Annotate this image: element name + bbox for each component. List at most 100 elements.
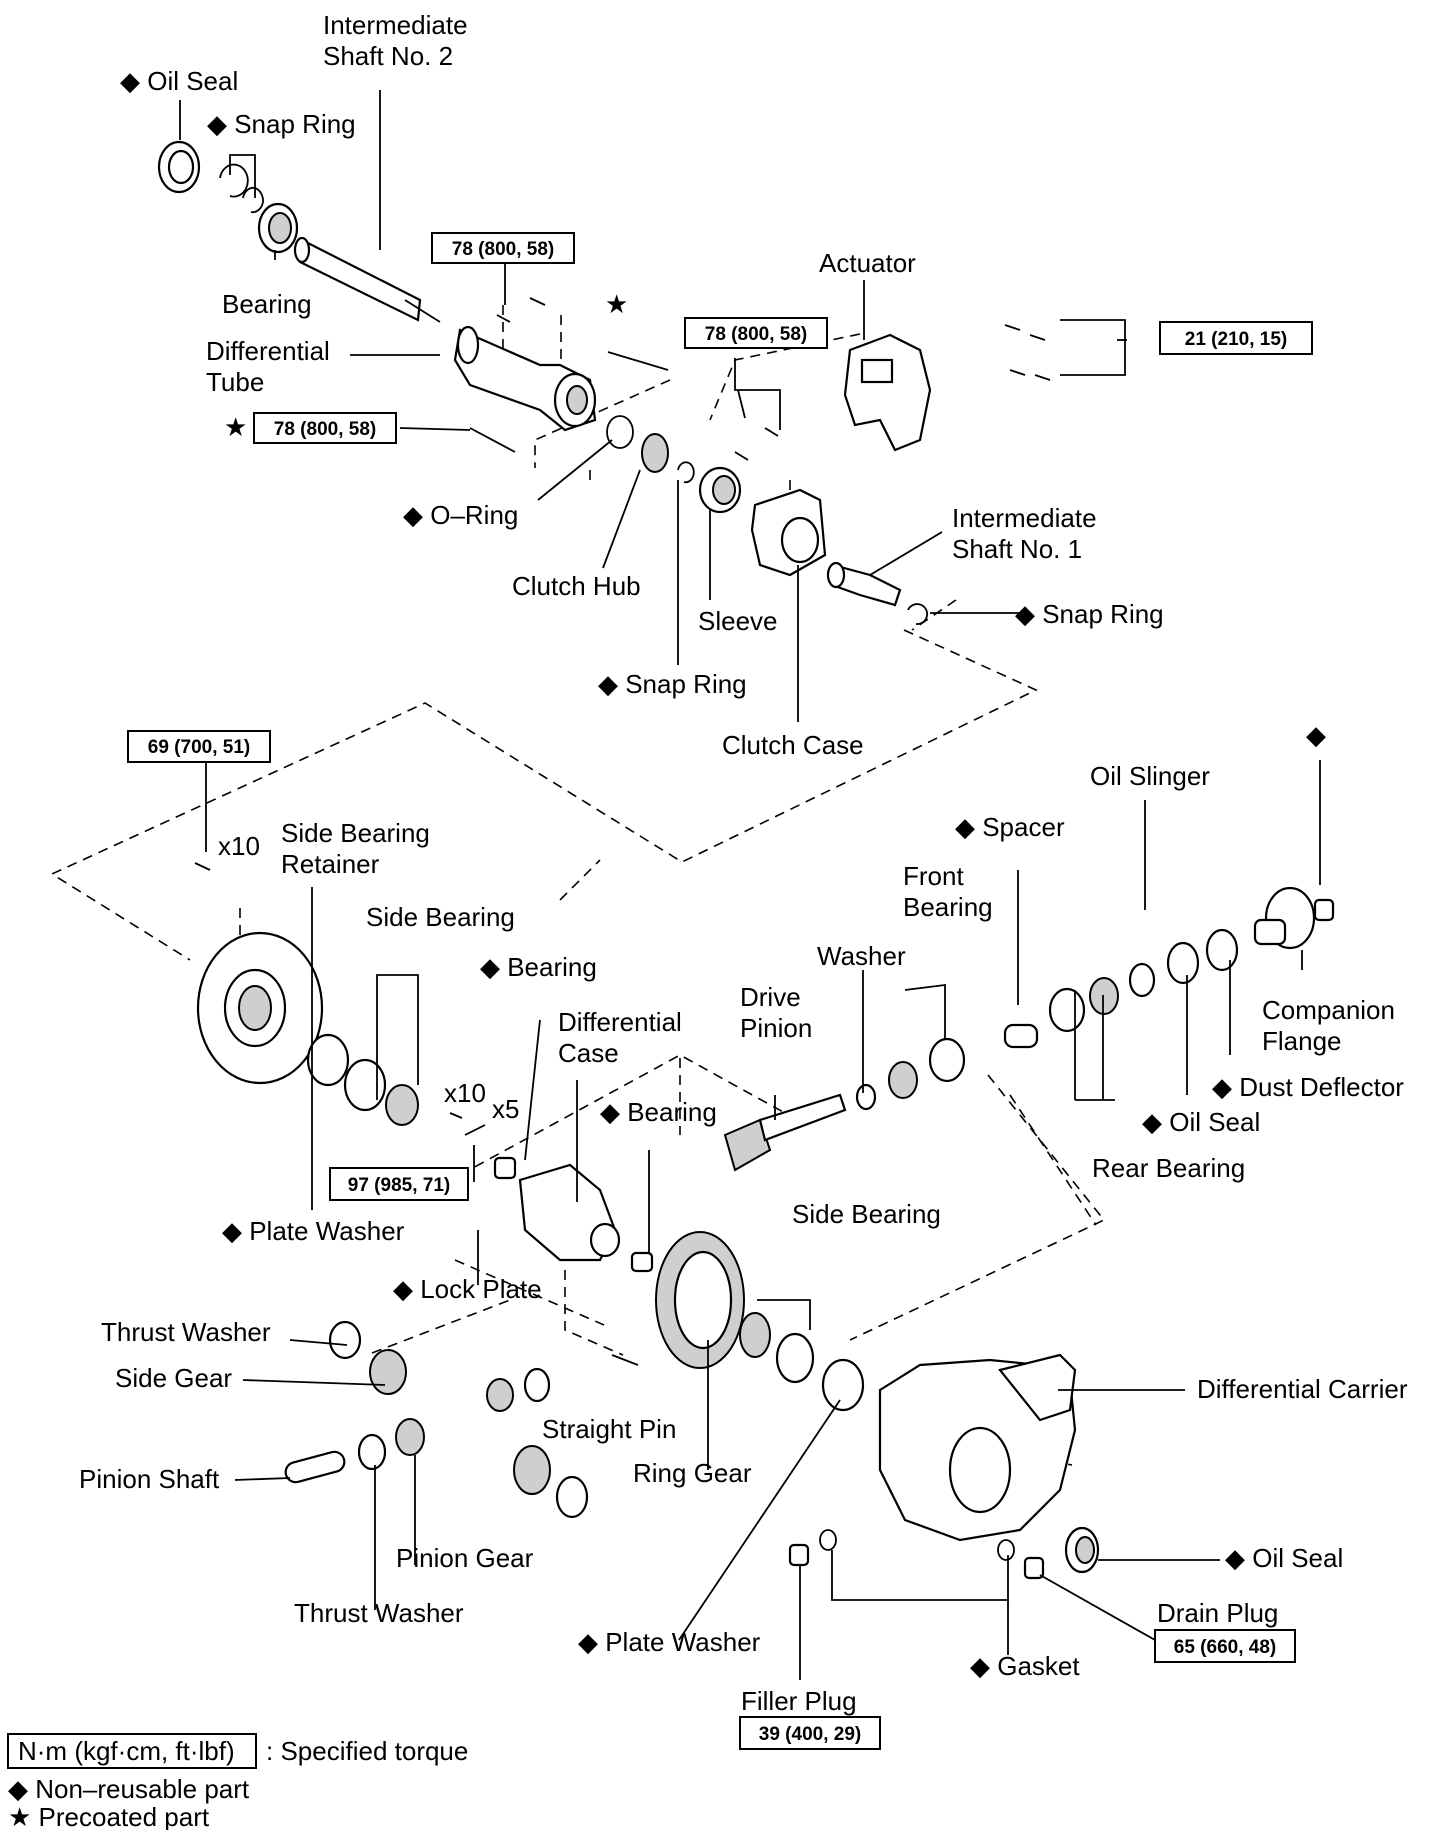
snap-ring-part-3 (677, 461, 695, 484)
torque-65-text: 65 (660, 48) (1174, 1637, 1276, 1658)
differential-carrier-part (878, 1353, 1077, 1542)
straight-pin-part (611, 1354, 639, 1366)
label-snap-ring-right: ◆ Snap Ring (1015, 599, 1164, 629)
differential-tube-part (453, 325, 597, 432)
torque-78-b-text: 78 (800, 58) (705, 324, 807, 345)
label-drain-plug: Drain Plug (1157, 1598, 1278, 1628)
label-snap-ring-mid: ◆ Snap Ring (598, 669, 747, 699)
pinion-shaft-part (284, 1450, 346, 1484)
label-intermediate-shaft-1-line1: Intermediate (952, 503, 1097, 533)
washer-part (855, 1083, 877, 1111)
label-diamond-top-right: ◆ (1306, 720, 1326, 750)
thrust-washer-top-part (328, 1320, 362, 1360)
label-drive-pinion-line1: Drive (740, 982, 801, 1012)
label-bearing-mid: ◆ Bearing (480, 952, 597, 982)
legend-precoated: ★ Precoated part (8, 1802, 210, 1830)
front-bearing-cone-part (888, 1061, 918, 1099)
torque-box-39: 39 (400, 29) (739, 1716, 881, 1750)
oil-seal-mid-part (1166, 941, 1200, 985)
intermediate-shaft-2-part (293, 236, 441, 323)
bolt-case (449, 1112, 463, 1119)
ring-gear-part (655, 1231, 745, 1369)
label-plate-washer-bottom: ◆ Plate Washer (578, 1627, 761, 1657)
snap-ring-part-1 (219, 163, 249, 198)
bearing-mid-part (493, 1156, 517, 1180)
label-dust-deflector: ◆ Dust Deflector (1212, 1072, 1404, 1102)
label-spacer: ◆ Spacer (955, 812, 1065, 842)
label-lock-plate: ◆ Lock Plate (393, 1274, 542, 1304)
plate-washer-left-part (306, 1033, 350, 1087)
o-ring-part (606, 415, 634, 449)
legend-unit-desc: : Specified torque (266, 1736, 468, 1766)
torque-box-69: 69 (700, 51) (127, 730, 271, 763)
clutch-case-part (750, 488, 827, 577)
label-front-bearing-line1: Front (903, 861, 964, 891)
parts-upper (157, 140, 1051, 625)
label-washer: Washer (817, 941, 906, 971)
bearing-lower-part (630, 1251, 654, 1273)
label-intermediate-shaft-1-line2: Shaft No. 1 (952, 534, 1082, 564)
nut-part (1313, 898, 1335, 922)
label-snap-ring-top: ◆ Snap Ring (207, 109, 356, 139)
torque-box-78-c: 78 (800, 58) (253, 412, 397, 444)
torque-78-a-text: 78 (800, 58) (452, 239, 554, 260)
snap-ring-part-4 (907, 603, 928, 625)
sleeve-part (698, 466, 742, 514)
torque-69-text: 69 (700, 51) (148, 737, 250, 758)
label-thrust-washer-top: Thrust Washer (101, 1317, 271, 1347)
oil-seal-bottom-part (1064, 1526, 1100, 1574)
differential-case-part (518, 1163, 621, 1262)
label-bearing-lower: ◆ Bearing (600, 1097, 717, 1127)
label-oil-seal-top: ◆ Oil Seal (120, 66, 238, 96)
label-rear-bearing: Rear Bearing (1092, 1153, 1245, 1183)
torque-97-text: 97 (985, 71) (348, 1175, 450, 1196)
label-differential-carrier: Differential Carrier (1197, 1374, 1408, 1404)
clutch-hub-part (641, 433, 669, 473)
side-gear-top-part (369, 1349, 407, 1395)
label-differential-case-line2: Case (558, 1038, 619, 1068)
pinion-gear-bottom-part (395, 1418, 425, 1456)
label-side-bearing-retainer-line1: Side Bearing (281, 818, 430, 848)
label-clutch-hub: Clutch Hub (512, 571, 641, 601)
bearing-top-part (257, 202, 299, 254)
drive-pinion-part (723, 1093, 847, 1172)
side-gear-bottom-part (513, 1445, 551, 1495)
gasket-left-part (819, 1529, 837, 1551)
label-o-ring: ◆ O–Ring (403, 500, 518, 530)
label-clutch-case: Clutch Case (722, 730, 864, 760)
label-oil-slinger: Oil Slinger (1090, 761, 1210, 791)
snap-ring-part-2 (242, 187, 264, 214)
label-bearing-top: Bearing (222, 289, 312, 319)
label-thrust-washer-bottom: Thrust Washer (294, 1598, 464, 1628)
label-oil-seal-mid: ◆ Oil Seal (1142, 1107, 1260, 1137)
torque-39-text: 39 (400, 29) (759, 1724, 861, 1745)
pinion-gear-part-a (486, 1378, 514, 1412)
filler-plug-part (788, 1543, 810, 1567)
label-side-bearing-left: Side Bearing (366, 902, 515, 932)
lock-plate-part (464, 1124, 486, 1136)
leader-lines (179, 90, 1321, 1680)
star-mark-left: ★ (224, 412, 247, 442)
label-companion-flange-line2: Flange (1262, 1026, 1342, 1056)
label-pinion-gear: Pinion Gear (396, 1543, 534, 1573)
torque-box-21: 21 (210, 15) (1159, 321, 1313, 355)
label-front-bearing-line2: Bearing (903, 892, 993, 922)
label-plate-washer-left: ◆ Plate Washer (222, 1216, 405, 1246)
label-differential-tube-line2: Tube (206, 367, 264, 397)
label-companion-flange-line1: Companion (1262, 995, 1395, 1025)
oil-slinger-part (1128, 962, 1156, 998)
side-bearing-retainer-part (196, 931, 324, 1085)
side-bearing-cone-right-part (739, 1312, 771, 1358)
bolts-upper (469, 297, 1051, 461)
label-x5: x5 (492, 1094, 519, 1124)
pinion-shaft-washer-part (357, 1433, 387, 1471)
label-side-bearing-retainer-line2: Retainer (281, 849, 380, 879)
label-gasket: ◆ Gasket (970, 1651, 1080, 1681)
label-oil-seal-bottom: ◆ Oil Seal (1225, 1543, 1343, 1573)
label-x10-mid: x10 (444, 1078, 486, 1108)
label-pinion-shaft: Pinion Shaft (79, 1464, 220, 1494)
torque-78-c-text: 78 (800, 58) (274, 419, 376, 440)
legend: N·m (kgf·cm, ft·lbf) : Specified torque … (7, 1733, 468, 1830)
label-filler-plug: Filler Plug (741, 1686, 857, 1716)
